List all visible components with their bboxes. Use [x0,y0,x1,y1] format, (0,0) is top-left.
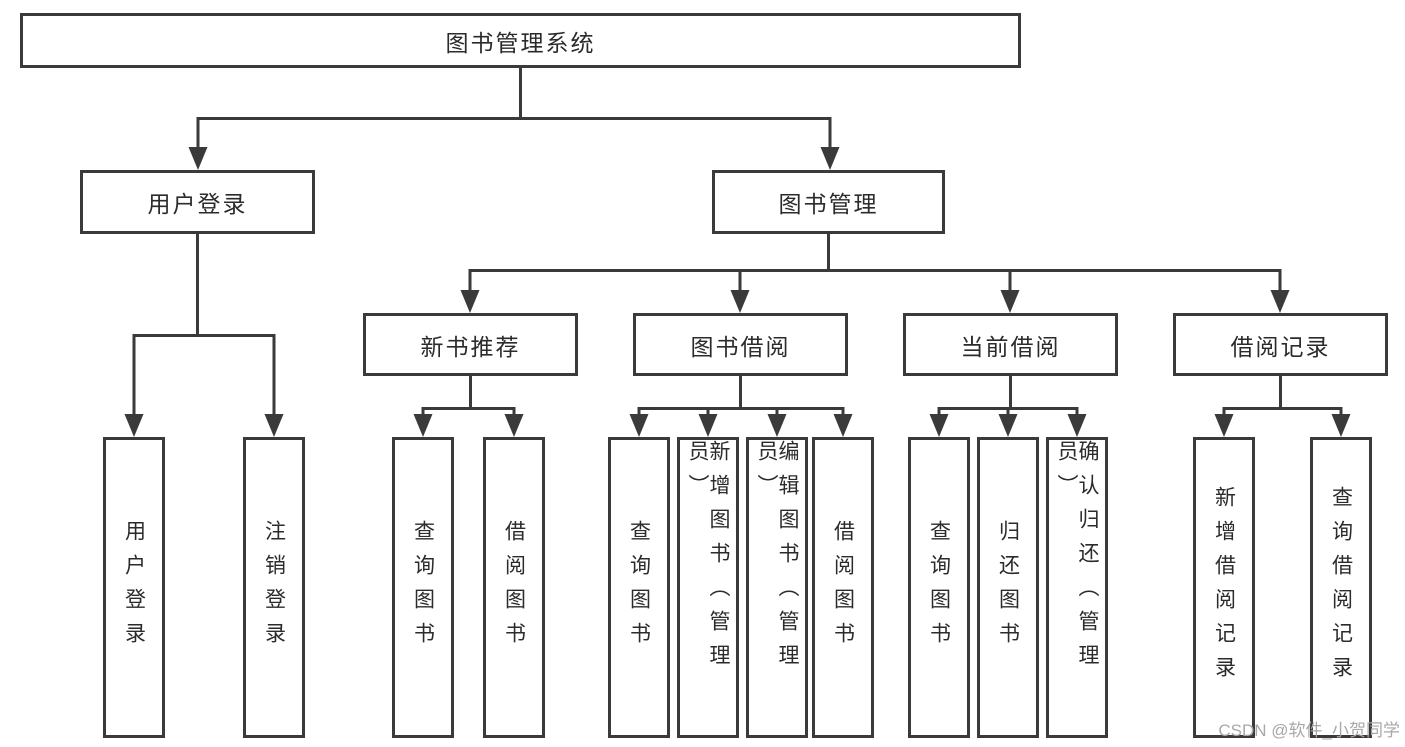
node-label: 当前借阅 [960,333,1061,360]
node-new-book-recommend: 新书推荐 [363,313,578,376]
arrowhead-leaf-user-login [124,414,144,437]
leaf-borrow-books-recommend: 借阅图书 [483,437,545,738]
arrowhead-leaf-borrow-books-recommend [504,414,524,437]
node-user-login: 用户登录 [80,170,315,234]
leaf-borrow-books: 借阅图书 [812,437,874,738]
arrowhead-leaf-query-books-recommend [413,414,433,437]
arrowhead-book-borrow [730,290,750,313]
leaf-query-books-borrow: 查询图书 [608,437,670,738]
leaf-label: 用户登录 [122,519,146,656]
node-label: 用户登录 [147,191,248,217]
arrowhead-current-borrow [1000,290,1020,313]
node-library-management-system: 图书管理系统 [20,13,1021,68]
leaf-query-books-current: 查询图书 [908,437,970,738]
leaf-add-borrow-record: 新增借阅记录 [1193,437,1255,738]
leaf-edit-books-admin: 编辑图书（管理员） [746,437,808,738]
connector-book-management-to-level2 [468,234,1282,295]
arrowhead-leaf-query-books-borrow [629,414,649,437]
connector-book-borrow-to-leaves [637,376,845,419]
leaf-query-books-recommend: 查询图书 [392,437,454,738]
leaf-label: 编辑图书（管理员） [755,440,799,678]
node-book-borrow: 图书借阅 [633,313,848,376]
leaf-label: 查询借阅记录 [1329,485,1353,690]
leaf-label: 确认归还（管理员） [1055,440,1099,678]
arrowhead-leaf-borrow-books [833,414,853,437]
node-label: 图书管理 [778,191,879,217]
leaf-confirm-return-admin: 确认归还（管理员） [1046,437,1108,738]
connector-user-login-to-leaves [132,234,276,419]
arrowhead-leaf-logout-login [264,414,284,437]
leaf-label: 新增图书（管理员） [686,440,730,678]
connector-borrow-records-to-leaves [1222,376,1343,419]
arrowhead-book-management [820,147,840,170]
leaf-label: 归还图书 [996,519,1020,656]
arrowhead-leaf-confirm-return-admin [1067,414,1087,437]
leaf-user-login: 用户登录 [103,437,165,738]
leaf-add-books-admin: 新增图书（管理员） [677,437,739,738]
leaf-label: 查询图书 [411,519,435,656]
arrowhead-leaf-query-borrow-record [1331,414,1351,437]
leaf-query-borrow-record: 查询借阅记录 [1310,437,1372,738]
leaf-label: 新增借阅记录 [1212,485,1236,690]
arrowhead-leaf-edit-books-admin [767,414,787,437]
leaf-label: 借阅图书 [502,519,526,656]
connector-new-book-recommend-to-leaves [421,376,516,419]
node-label: 图书借阅 [690,333,791,360]
leaf-return-books: 归还图书 [977,437,1039,738]
arrowhead-leaf-return-books [998,414,1018,437]
node-book-management: 图书管理 [712,170,945,234]
node-label: 新书推荐 [420,333,521,360]
watermark: CSDN @软件_小贺同学 [1218,721,1400,740]
leaf-label: 查询图书 [627,519,651,656]
leaf-label: 注销登录 [262,519,286,656]
arrowhead-leaf-query-books-current [929,414,949,437]
arrowhead-new-book-recommend [460,290,480,313]
arrowhead-borrow-records [1270,290,1290,313]
connector-root-to-level1 [196,68,832,152]
leaf-logout-login: 注销登录 [243,437,305,738]
arrowhead-leaf-add-borrow-record [1214,414,1234,437]
arrowhead-user-login [188,147,208,170]
node-borrow-records: 借阅记录 [1173,313,1388,376]
leaf-label: 借阅图书 [831,519,855,656]
node-label: 借阅记录 [1230,333,1331,360]
node-current-borrow: 当前借阅 [903,313,1118,376]
connector-current-borrow-to-leaves [937,376,1079,419]
node-label: 图书管理系统 [445,29,596,56]
leaf-label: 查询图书 [927,519,951,656]
arrowhead-leaf-add-books-admin [698,414,718,437]
